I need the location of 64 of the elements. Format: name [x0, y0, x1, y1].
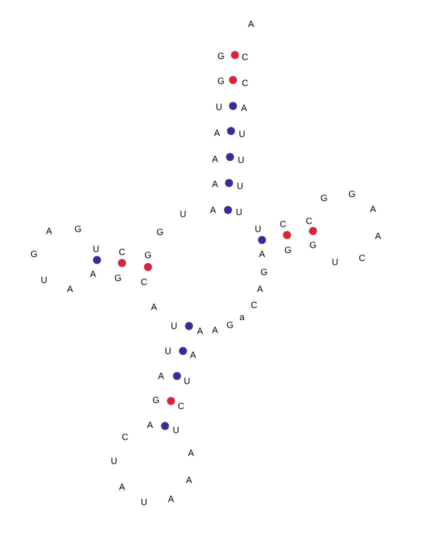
nucleotide-letter: U	[332, 257, 338, 267]
nucleotide-letter: A	[259, 249, 265, 259]
nucleotide-letter: G	[218, 51, 224, 61]
nucleotide-letter: C	[280, 219, 286, 229]
nucleotide-letter: U	[110, 456, 118, 466]
nucleotide-letter: G	[156, 227, 164, 237]
nucleotide-letter: A	[375, 231, 381, 241]
nucleotide-letter: A	[151, 302, 157, 312]
nucleotide-letter: U	[236, 207, 242, 217]
nucleotide-letter: A	[197, 326, 203, 336]
nucleotide-letter: G	[260, 267, 268, 277]
nucleotide-letter: G	[30, 249, 38, 259]
nucleotide-letter: U	[254, 224, 262, 234]
nucleotide-letter: G	[152, 395, 160, 405]
nucleotide-letter: C	[140, 277, 148, 287]
nucleotide-letter: C	[242, 78, 248, 88]
nucleotide-letter: C	[242, 52, 248, 62]
nucleotide-letter: A	[67, 284, 73, 294]
nucleotide-letter: C	[178, 401, 184, 411]
nucleotide-letter: U	[238, 155, 244, 165]
nucleotide-letter: A	[168, 494, 174, 504]
nucleotide-letter: A	[90, 269, 96, 279]
nucleotide-letter: G	[74, 224, 82, 234]
nucleotide-letter: A	[257, 284, 263, 294]
nucleotide-letter: U	[140, 497, 148, 507]
nucleotide-letter: A	[212, 179, 218, 189]
nucleotide-letter: U	[236, 181, 244, 191]
nucleotide-letter: A	[190, 350, 196, 360]
nucleotide-letter: G	[284, 245, 292, 255]
nucleotide-letter: A	[212, 325, 218, 335]
nucleotide-letter: G	[348, 189, 356, 199]
nucleotide-letter: U	[92, 244, 100, 254]
nucleotide-letter: A	[119, 482, 125, 492]
nucleotide-letter: G	[114, 273, 122, 283]
nucleotide-letter: C	[118, 247, 126, 257]
nucleotide-letter: C	[306, 216, 312, 226]
nucleotide-letter: U	[184, 376, 190, 386]
nucleotide-letter: G	[218, 76, 224, 86]
nucleotide-letter: A	[188, 448, 194, 458]
nucleotide-letter: A	[147, 420, 153, 430]
nucleotide-letter: A	[214, 128, 220, 138]
nucleotide-letter: a	[240, 312, 244, 322]
nucleotide-letter: U	[216, 102, 222, 112]
nucleotide-letter: A	[46, 226, 52, 236]
nucleotide-letter: C	[358, 253, 366, 263]
nucleotide-letter: C	[250, 300, 258, 310]
nucleotide-letter: C	[122, 432, 128, 442]
nucleotide-letter: A	[158, 371, 164, 381]
nucleotide-letter: U	[40, 275, 48, 285]
nucleotide-letter: G	[310, 240, 316, 250]
nucleotide-letter: A	[212, 154, 218, 164]
nucleotide-letter: G	[226, 320, 234, 330]
nucleotide-letter: G	[144, 250, 152, 260]
nucleotide-letter: U	[170, 321, 178, 331]
nucleotide-letter: U	[172, 425, 180, 435]
nucleotide-letter: A	[241, 103, 247, 113]
nucleotide-letter: U	[164, 346, 172, 356]
nucleotide-letter: A	[370, 204, 376, 214]
nucleotide-letter: A	[248, 19, 254, 29]
nucleotide-letter: G	[320, 193, 328, 203]
nucleotide-letter: U	[180, 209, 186, 219]
nucleotide-letter: A	[186, 475, 192, 485]
nucleotide-letter: U	[238, 129, 246, 139]
nucleotide-letter: A	[210, 205, 216, 215]
